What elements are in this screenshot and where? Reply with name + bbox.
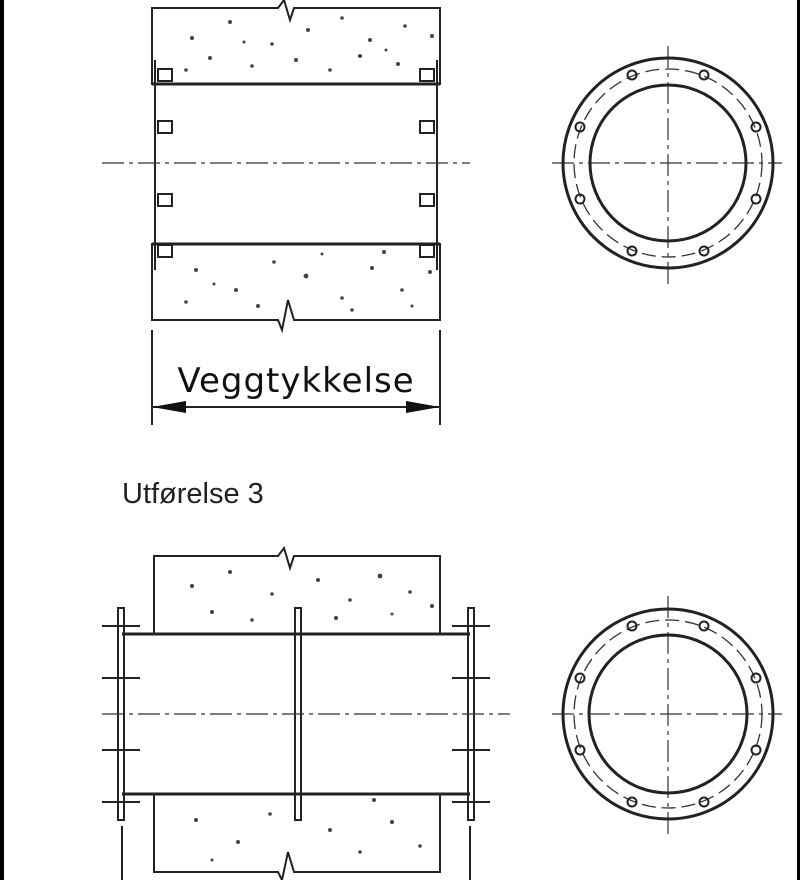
dimension-arrow-left (152, 401, 186, 413)
bottom-flange-bolt-holes (574, 620, 762, 808)
bottom-concrete-hatching (190, 570, 434, 862)
top-concrete-hatching (184, 16, 434, 312)
bottom-flange-bore-circle (587, 633, 749, 795)
top-wall-lower-concrete (151, 243, 441, 334)
top-wall-upper-concrete (151, 0, 441, 85)
top-flange-view (552, 46, 782, 284)
top-flange-bolt-holes (574, 69, 762, 257)
top-wall-section (102, 0, 470, 334)
dimension-arrow-right (406, 401, 440, 413)
wall-thickness-dimension: Veggtykkelse (151, 330, 441, 425)
bottom-flange-bolts (102, 625, 490, 803)
top-flange-bore-circle (588, 83, 748, 243)
bottom-flange-view (552, 596, 782, 836)
bottom-wall-upper-concrete (153, 545, 441, 635)
top-flange-bolt-circle (573, 68, 763, 258)
section-title: Utførelse 3 (122, 478, 264, 510)
top-anchor-lugs (157, 68, 435, 258)
bottom-wall-section (102, 545, 510, 880)
top-flange-outer-circle (561, 56, 775, 270)
dimension-label: Veggtykkelse (177, 361, 414, 401)
bottom-flange-outer-circle (561, 607, 775, 821)
bottom-flange-bolt-circle (573, 619, 763, 809)
bottom-wall-lower-concrete (153, 793, 441, 880)
